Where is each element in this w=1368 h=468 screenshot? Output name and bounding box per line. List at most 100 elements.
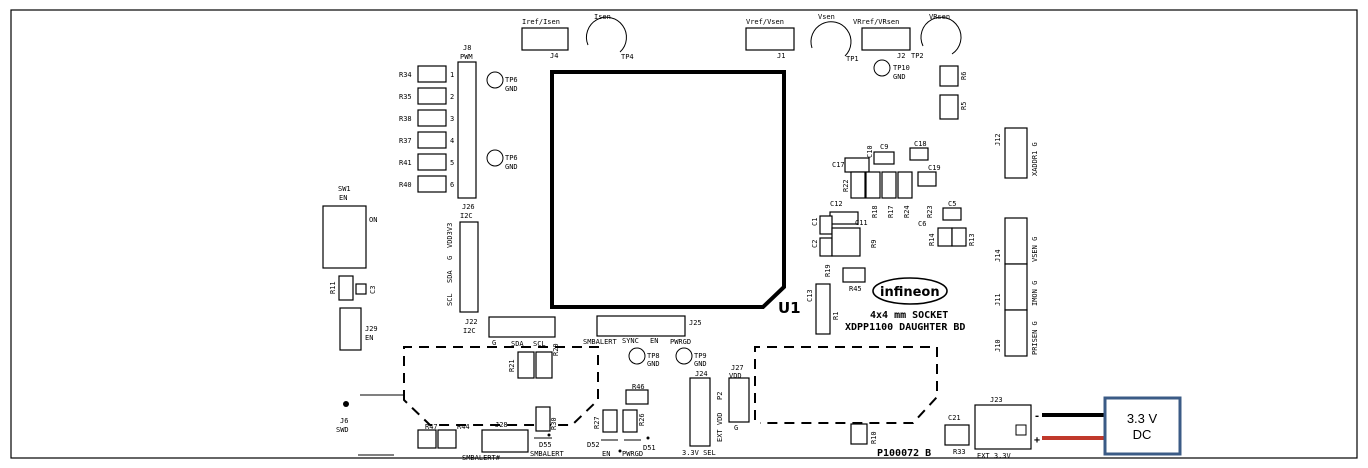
label-r9: R9 — [870, 240, 878, 248]
resistor-r35 — [417, 87, 447, 105]
label-j10: J10 — [994, 339, 1002, 352]
label-c11: C11 — [855, 219, 868, 227]
label-tp9-gnd: GND — [694, 360, 707, 368]
label-j25-pin-smbalert: SMBALERT — [583, 338, 618, 346]
connector-j22 — [488, 316, 556, 338]
label-j27-g: G — [734, 424, 738, 432]
label-tp6-gnd: GND — [505, 85, 518, 93]
dashed-outline-left — [403, 346, 599, 426]
resistor-r26 — [622, 409, 638, 433]
resistor-r5 — [939, 94, 959, 120]
label-j29-func: EN — [365, 334, 373, 342]
label-en: EN — [602, 450, 610, 458]
label-tp8-gnd: GND — [647, 360, 660, 368]
testpoint-tp2 — [920, 16, 962, 55]
label-plus: + — [1034, 435, 1040, 446]
label-j26-pin-g: G — [446, 256, 454, 260]
resistor-r24 — [897, 171, 913, 199]
label-r41: R41 — [399, 159, 412, 167]
resistor-r22 — [850, 171, 866, 199]
label-r40: R40 — [399, 181, 412, 189]
label-part-number: P100072 B — [877, 448, 931, 459]
label-j2: J2 — [897, 52, 905, 60]
connector-j25 — [596, 315, 686, 337]
supply-annotation-box — [1103, 396, 1182, 456]
resistor-r44 — [437, 429, 457, 449]
label-j23: J23 — [990, 396, 1003, 404]
capacitor-c3 — [355, 283, 367, 295]
testpoint-tp7 — [486, 149, 504, 167]
label-d52: D52 — [587, 441, 600, 449]
label-r37: R37 — [399, 137, 412, 145]
label-tp4: TP4 — [621, 53, 634, 61]
label-r27: R27 — [593, 416, 601, 429]
capacitor-c13 — [815, 283, 831, 335]
label-r44: R44 — [457, 423, 470, 431]
label-j11: J11 — [994, 293, 1002, 306]
label-j26-pin-scl: SCL — [446, 293, 454, 306]
label-c6: C6 — [918, 220, 926, 228]
connector-j29 — [339, 307, 362, 351]
resistor-r45 — [842, 267, 866, 283]
resistor-r14 — [937, 227, 953, 247]
label-j8-pin-4: 4 — [450, 137, 454, 145]
label-title-line2: XDPP1100 DAUGHTER BD — [845, 322, 965, 333]
label-j25-pin-en: EN — [650, 337, 658, 345]
capacitor-c10 — [844, 157, 870, 173]
label-j26: J26 — [462, 203, 475, 211]
label-r5: R5 — [960, 102, 968, 110]
testpoint-tp4 — [585, 16, 627, 53]
label-j25: J25 — [689, 319, 702, 327]
label-r45: R45 — [849, 285, 862, 293]
connector-j23 — [974, 404, 1032, 450]
label-j1: J1 — [777, 52, 785, 60]
label-vrref-vrsen: VRref/VRsen — [853, 18, 899, 26]
label-j27: J27 — [731, 364, 744, 372]
diode-d52-mark — [618, 449, 622, 453]
label-r10: R10 — [870, 431, 878, 444]
label-j23-ext: EXT 3.3V — [977, 452, 1012, 460]
label-minus: - — [1034, 411, 1040, 422]
label-c17: C17 — [832, 161, 845, 169]
label-tp1: TP1 — [846, 55, 859, 63]
connector-j23-notch — [1015, 424, 1027, 436]
label-r34: R34 — [399, 71, 412, 79]
label-c1: C1 — [811, 218, 819, 226]
label-j12: J12 — [994, 133, 1002, 146]
resistor-r18 — [865, 171, 881, 199]
label-r33: R33 — [953, 448, 966, 456]
label-r38: R38 — [399, 115, 412, 123]
capacitor-c5 — [942, 207, 962, 221]
connector-j6-dot — [343, 401, 349, 407]
label-r30: R30 — [550, 417, 558, 430]
connector-j27 — [728, 377, 750, 423]
diode-d55-mark — [547, 433, 551, 437]
label-j10-pins: PRISEN G — [1031, 321, 1039, 355]
label-j27-vdd: VDD — [729, 372, 742, 380]
label-j14-pins: VSEN G — [1031, 237, 1039, 262]
supply-voltage-label: 3.3 V — [1127, 411, 1158, 426]
label-vsen: Vsen — [818, 13, 835, 21]
label-c5: C5 — [948, 200, 956, 208]
resistor-r6 — [939, 65, 959, 87]
label-j4: J4 — [550, 52, 558, 60]
capacitor-c1 — [819, 215, 833, 235]
label-r17: R17 — [887, 205, 895, 218]
resistor-r11 — [338, 275, 354, 301]
label-r18: R18 — [871, 205, 879, 218]
connector-j28 — [481, 429, 529, 453]
capacitor-c18 — [909, 147, 929, 161]
connector-j14 — [1004, 217, 1028, 265]
connector-j8 — [457, 61, 477, 199]
label-j22-pin-scl: SCL — [533, 340, 546, 348]
label-r22: R22 — [842, 179, 850, 192]
label-smbalert-hash: SMBALERT# — [462, 454, 501, 462]
capacitor-c2 — [819, 237, 833, 257]
label-j8-func: PWM — [460, 53, 473, 61]
label-r14: R14 — [928, 233, 936, 246]
resistor-r20 — [535, 351, 553, 379]
label-r26: R26 — [638, 413, 646, 426]
label-tp9: TP9 — [694, 352, 707, 360]
